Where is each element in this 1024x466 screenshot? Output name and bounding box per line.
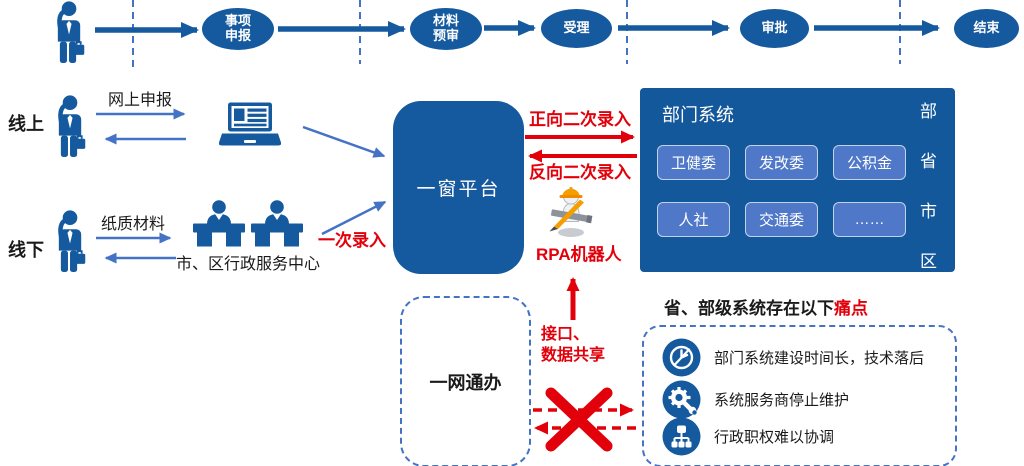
service-center-label: 市、区行政服务中心 — [176, 256, 321, 273]
stage-material-prereview: 材料 预审 — [410, 8, 482, 50]
pain-point-text: 系统服务商停止维护 — [714, 392, 850, 409]
level-label: 市 — [920, 202, 937, 221]
interface-data-share-label: 接口、 数据共享 — [541, 326, 606, 364]
stage-approval: 审批 — [740, 9, 809, 48]
level-label: 省 — [920, 152, 937, 171]
applicant-person-icon — [50, 1, 86, 69]
pain-title-black: 省、部级系统存在以下 — [664, 299, 834, 318]
dept-chip: 交通委 — [745, 202, 818, 237]
counter-clerk-icon — [250, 199, 304, 253]
backward-entry-label: 反向二次录入 — [529, 163, 631, 182]
dept-chip: 公积金 — [833, 145, 906, 180]
one-network-box: 一网通办 — [400, 296, 531, 466]
pain-title-red: 痛点 — [834, 299, 868, 318]
government-levels-column: 部 省 市 区 — [920, 97, 937, 272]
department-system-title: 部门系统 — [662, 105, 734, 125]
one-network-label: 一网通办 — [429, 372, 502, 393]
online-declare-label: 网上申报 — [108, 92, 173, 109]
one-window-platform-box: 一窗平台 — [393, 101, 524, 274]
stage-declaration: 事项 申报 — [202, 8, 274, 50]
pain-point-text: 部门系统建设时间长，技术落后 — [714, 350, 925, 367]
org-chart-icon — [662, 417, 701, 456]
blocked-dashed-arrows — [533, 403, 636, 435]
dept-chip: 卫健委 — [657, 145, 730, 180]
pain-point-text: 行政职权难以协调 — [714, 429, 835, 446]
forward-entry-label: 正向二次录入 — [529, 110, 631, 129]
stage-end: 结束 — [954, 9, 1019, 48]
pain-point-item: 系统服务商停止维护 — [662, 380, 849, 419]
offline-channel-label: 线下 — [8, 240, 44, 260]
level-label: 区 — [920, 252, 937, 271]
gear-wrench-icon — [662, 380, 701, 419]
laptop-icon — [218, 102, 282, 154]
one-time-entry-label: 一次录入 — [318, 231, 386, 250]
clock-icon — [662, 338, 701, 377]
pain-points-box: 部门系统建设时间长，技术落后 — [642, 325, 957, 466]
online-channel-label: 线上 — [8, 114, 44, 134]
pain-point-item: 部门系统建设时间长，技术落后 — [662, 338, 924, 377]
dept-chip: 人社 — [657, 202, 730, 237]
one-window-platform-label: 一窗平台 — [416, 179, 501, 200]
red-x-icon — [545, 387, 613, 452]
dept-chip: …… — [833, 202, 906, 237]
counter-clerk-icon — [192, 199, 246, 253]
online-person-icon — [51, 95, 87, 163]
offline-person-icon — [51, 210, 87, 278]
rpa-robot-label: RPA机器人 — [536, 245, 622, 264]
rpa-robot-icon — [545, 183, 603, 243]
department-system-panel: 部门系统 卫健委 发改委 公积金 人社 交通委 …… 部 省 市 区 — [640, 88, 955, 272]
level-label: 部 — [920, 102, 937, 121]
paper-material-label: 纸质材料 — [101, 216, 166, 233]
dept-chip: 发改委 — [745, 145, 818, 180]
stage-acceptance: 受理 — [541, 9, 612, 48]
pain-points-title: 省、部级系统存在以下痛点 — [664, 294, 868, 319]
pain-point-item: 行政职权难以协调 — [662, 417, 834, 456]
